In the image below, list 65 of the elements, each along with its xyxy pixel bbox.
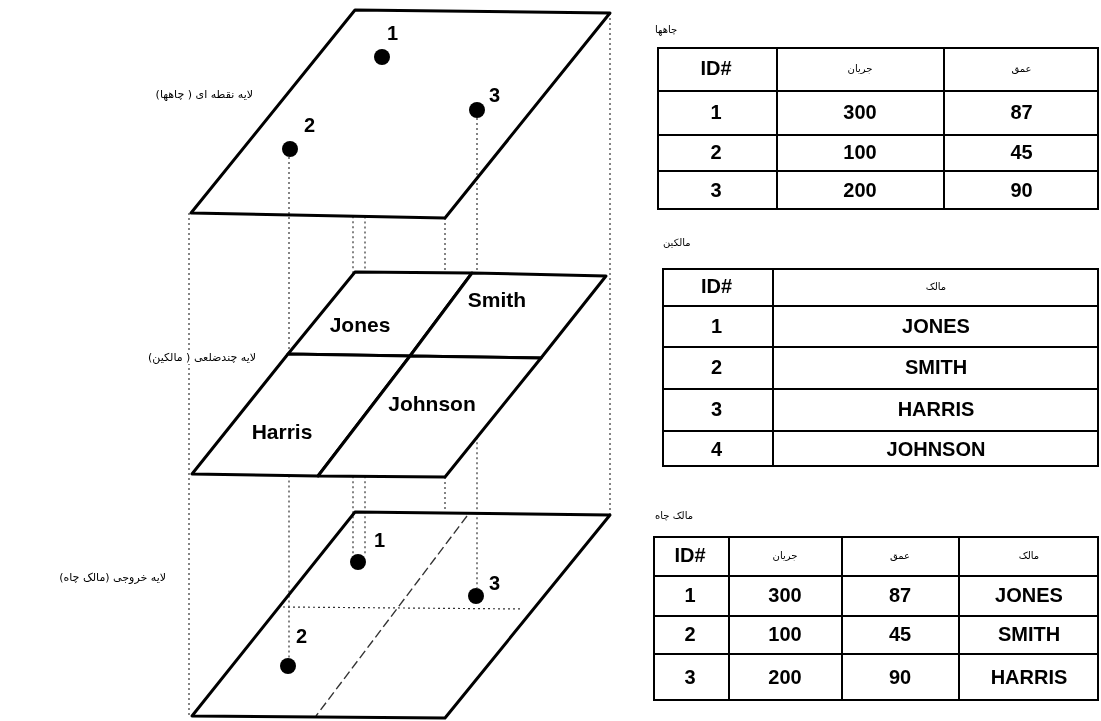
- table-cell: 3: [656, 171, 778, 210]
- table-cell: 100: [729, 616, 843, 655]
- table-cell: 200: [777, 171, 945, 210]
- point-number: 3: [489, 573, 501, 593]
- table-cell: 1: [652, 576, 730, 617]
- layer-label: لایه چندضلعی ( مالکین): [145, 351, 258, 364]
- table-cell: JONES: [773, 306, 1099, 348]
- table-cell: 3: [661, 389, 774, 432]
- header-cell: ID#: [661, 267, 774, 307]
- header-cell: مالک: [959, 535, 1099, 577]
- table-title: مالکین: [663, 237, 691, 248]
- table-cell: 300: [777, 91, 945, 136]
- point-number: 1: [374, 530, 386, 550]
- table-cell: SMITH: [959, 616, 1099, 655]
- header-cell: عمق: [944, 46, 1099, 92]
- point-number: 2: [296, 626, 308, 646]
- projection-line: [188, 212, 190, 717]
- table-title: مالک چاه: [655, 510, 694, 521]
- owner-name: Johnson: [388, 392, 476, 416]
- header-cell: ID#: [652, 535, 730, 577]
- table-cell: 3: [652, 654, 730, 701]
- table-cell: 45: [944, 135, 1099, 172]
- point-number: 3: [489, 85, 501, 105]
- well-point: [469, 102, 485, 118]
- table-title: چاهها: [655, 24, 678, 35]
- header-cell: جریان: [777, 46, 945, 92]
- point-number: 1: [387, 23, 399, 43]
- layer-plane: [189, 8, 612, 220]
- header-cell: مالک: [773, 267, 1099, 307]
- table-cell: 100: [777, 135, 945, 172]
- header-cell: ID#: [656, 46, 778, 92]
- table-cell-text: JOHNSON: [885, 436, 987, 462]
- layer-label: لایه خروجی (مالک چاه): [57, 571, 168, 584]
- well-point: [374, 49, 390, 65]
- table-cell: 2: [652, 616, 730, 655]
- owner-name: Smith: [467, 288, 527, 312]
- well-point: [280, 658, 296, 674]
- table-cell: 87: [944, 91, 1099, 136]
- table-cell: 200: [729, 654, 843, 701]
- table-cell: SMITH: [773, 347, 1099, 390]
- parcel-polygon: [408, 271, 608, 360]
- layer-label: لایه نقطه ای ( چاهها): [153, 88, 255, 101]
- point-number: 2: [304, 115, 316, 135]
- header-cell: عمق: [842, 535, 960, 577]
- owner-name: Jones: [329, 313, 391, 337]
- layer-plane: [190, 510, 612, 720]
- table-cell: 45: [842, 616, 960, 655]
- table-cell-text: HARRIS: [989, 665, 1069, 690]
- well-point: [468, 588, 484, 604]
- table-cell: 2: [661, 347, 774, 390]
- table-cell: 2: [656, 135, 778, 172]
- parcel-polygon: [316, 354, 543, 479]
- table-cell: JONES: [959, 576, 1099, 617]
- table-cell: HARRIS: [773, 389, 1099, 432]
- well-point: [350, 554, 366, 570]
- table-cell-text: 90: [1009, 178, 1034, 203]
- well-point: [282, 141, 298, 157]
- owner-name: Harris: [251, 420, 313, 444]
- table-cell: 4: [661, 431, 774, 467]
- header-cell: جریان: [729, 535, 843, 577]
- table-cell: 90: [842, 654, 960, 701]
- table-cell: 1: [656, 91, 778, 136]
- table-cell: 300: [729, 576, 843, 617]
- table-cell: 87: [842, 576, 960, 617]
- table-cell: 1: [661, 306, 774, 348]
